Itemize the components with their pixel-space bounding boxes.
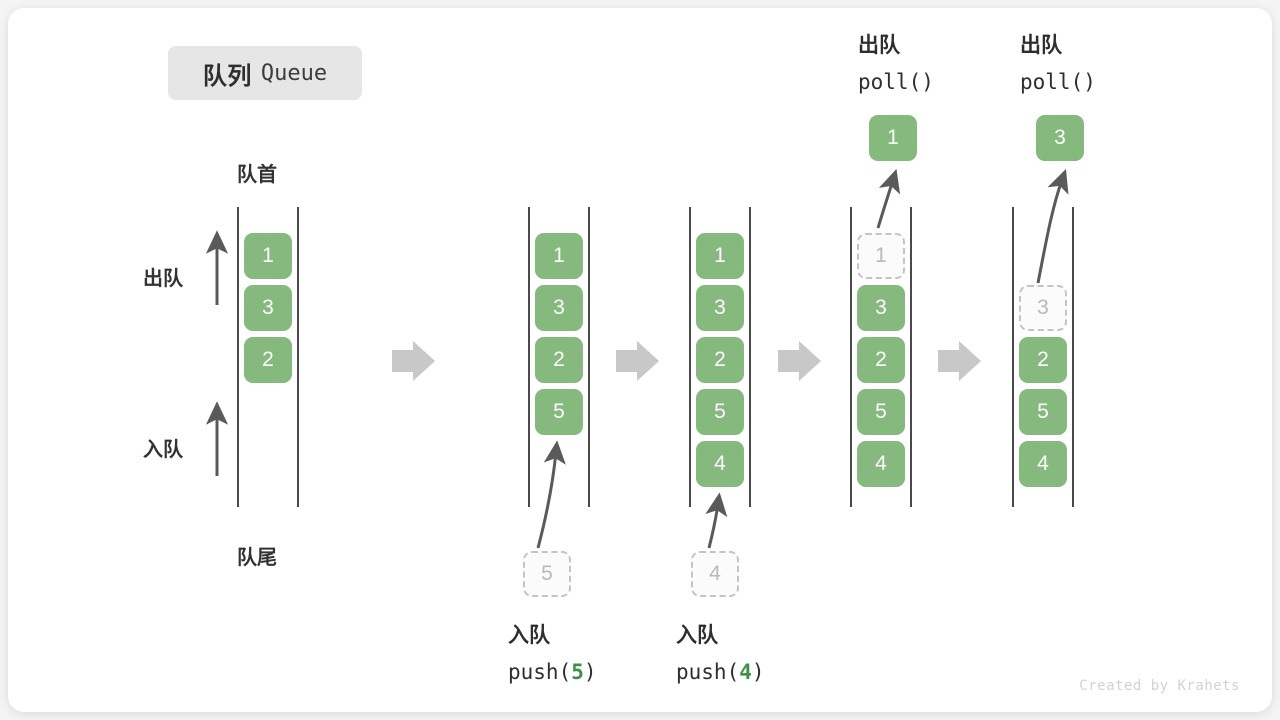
diagram-card	[8, 8, 1272, 712]
rail-right-stage-4	[910, 207, 912, 507]
diagram-title-badge: 队列 Queue	[168, 46, 362, 100]
rail-left-stage-2	[528, 207, 530, 507]
label-dequeue-direction: 出队	[143, 268, 183, 290]
cell-stage-5-0: 2	[1019, 337, 1067, 383]
cell-stage-4-3: 4	[857, 441, 905, 487]
cell-stage-1-2: 2	[244, 337, 292, 383]
op-label-stage-4: 出队 poll()	[858, 28, 934, 100]
rail-left-stage-1	[237, 207, 239, 507]
rail-left-stage-5	[1012, 207, 1014, 507]
popped-cell-stage-5: 3	[1036, 115, 1084, 161]
op-label-stage-3-cn: 入队	[676, 624, 718, 647]
diagram-title-en: Queue	[260, 60, 328, 86]
cell-stage-2-3: 5	[535, 389, 583, 435]
cell-stage-5-2: 4	[1019, 441, 1067, 487]
ghost-cell-stage-4: 1	[857, 233, 905, 279]
cell-stage-4-1: 2	[857, 337, 905, 383]
cell-stage-3-2: 2	[696, 337, 744, 383]
cell-stage-3-3: 5	[696, 389, 744, 435]
rail-left-stage-4	[850, 207, 852, 507]
rail-right-stage-2	[588, 207, 590, 507]
op-label-stage-4-code: poll()	[858, 70, 934, 94]
label-queue-rear: 队尾	[237, 547, 277, 569]
op-label-stage-5-cn: 出队	[1020, 34, 1062, 57]
rail-right-stage-1	[297, 207, 299, 507]
op-label-stage-3: 入队 push(4)	[676, 618, 765, 690]
cell-stage-4-0: 3	[857, 285, 905, 331]
op-label-stage-5-code: poll()	[1020, 70, 1096, 94]
cell-stage-1-0: 1	[244, 233, 292, 279]
cell-stage-2-2: 2	[535, 337, 583, 383]
op-label-stage-3-code: push(4)	[676, 660, 765, 684]
rail-left-stage-3	[689, 207, 691, 507]
ghost-cell-stage-2: 5	[523, 551, 571, 597]
label-enqueue-direction: 入队	[143, 439, 183, 461]
cell-stage-1-1: 3	[244, 285, 292, 331]
label-queue-front: 队首	[237, 164, 277, 186]
ghost-cell-stage-3: 4	[691, 551, 739, 597]
rail-right-stage-3	[749, 207, 751, 507]
cell-stage-3-4: 4	[696, 441, 744, 487]
rail-right-stage-5	[1072, 207, 1074, 507]
watermark: Created by Krahets	[1079, 678, 1240, 694]
popped-cell-stage-4: 1	[869, 115, 917, 161]
op-label-stage-2-code: push(5)	[508, 660, 597, 684]
cell-stage-5-1: 5	[1019, 389, 1067, 435]
cell-stage-2-1: 3	[535, 285, 583, 331]
diagram-title-cn: 队列	[202, 62, 252, 90]
op-label-stage-2-cn: 入队	[508, 624, 550, 647]
ghost-cell-stage-5: 3	[1019, 285, 1067, 331]
cell-stage-2-0: 1	[535, 233, 583, 279]
op-label-stage-4-cn: 出队	[858, 34, 900, 57]
cell-stage-3-1: 3	[696, 285, 744, 331]
op-label-stage-5: 出队 poll()	[1020, 28, 1096, 100]
op-label-stage-2: 入队 push(5)	[508, 618, 597, 690]
cell-stage-4-2: 5	[857, 389, 905, 435]
cell-stage-3-0: 1	[696, 233, 744, 279]
